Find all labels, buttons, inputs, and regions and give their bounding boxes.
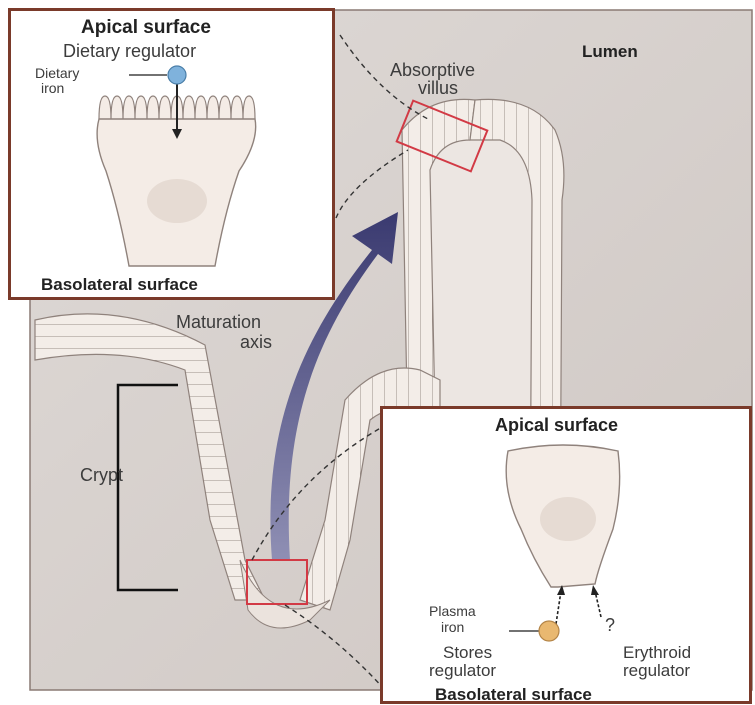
plasma-iron-label-2: iron	[441, 619, 464, 635]
plasma-iron-label-1: Plasma	[429, 603, 476, 619]
stores-regulator-label-1: Stores	[443, 643, 492, 663]
inset-dietary: Apical surface Dietary regulator Dietary…	[8, 8, 335, 300]
inset-top-apical-label: Apical surface	[81, 17, 211, 39]
dietary-iron-dot	[168, 66, 186, 84]
inset-bottom-apical-label: Apical surface	[495, 415, 618, 436]
inset-regulators: Apical surface Plasma iron ? Stores regu…	[380, 406, 752, 704]
inset-bottom-basolateral-label: Basolateral surface	[435, 685, 592, 705]
erythroid-arrowhead	[591, 585, 599, 595]
absorptive-villus-label-2: villus	[418, 78, 458, 99]
maturation-axis-label-1: Maturation	[176, 312, 261, 333]
question-mark: ?	[605, 615, 615, 636]
crypt-cell-nucleus	[540, 497, 596, 541]
nucleus	[147, 179, 207, 223]
dietary-iron-label-2: iron	[41, 80, 64, 96]
erythroid-regulator-label-2: regulator	[623, 661, 690, 681]
crypt-label: Crypt	[80, 465, 123, 486]
inset-top-basolateral-label: Basolateral surface	[41, 275, 198, 295]
dietary-iron-label-1: Dietary	[35, 65, 79, 81]
maturation-axis-label-2: axis	[240, 332, 272, 353]
lumen-label: Lumen	[582, 42, 638, 62]
stores-arrow	[556, 591, 561, 624]
plasma-iron-dot	[539, 621, 559, 641]
stores-regulator-label-2: regulator	[429, 661, 496, 681]
inset-top-regulator-label: Dietary regulator	[63, 41, 196, 62]
erythroid-regulator-label-1: Erythroid	[623, 643, 691, 663]
enterocyte-crypt-cell	[383, 409, 749, 701]
